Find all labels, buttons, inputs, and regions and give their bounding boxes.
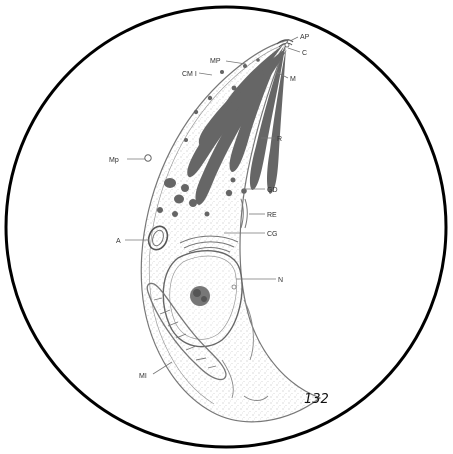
label-mp-top: MP bbox=[210, 58, 221, 65]
label-n: N bbox=[278, 277, 283, 284]
label-cg: CG bbox=[267, 231, 278, 238]
label-mp: Mp bbox=[109, 157, 119, 164]
label-re: RE bbox=[267, 212, 277, 219]
micropore bbox=[145, 155, 151, 161]
label-m: M bbox=[290, 76, 296, 83]
label-cmi: CM I bbox=[182, 71, 197, 78]
label-gd: GD bbox=[267, 187, 278, 194]
label-ap: AP bbox=[300, 34, 310, 41]
label-c: C bbox=[302, 50, 307, 57]
label-mi: MI bbox=[139, 373, 147, 380]
label-a: A bbox=[116, 238, 121, 245]
figure-number: 132 bbox=[304, 392, 329, 407]
label-r: R bbox=[277, 136, 282, 143]
